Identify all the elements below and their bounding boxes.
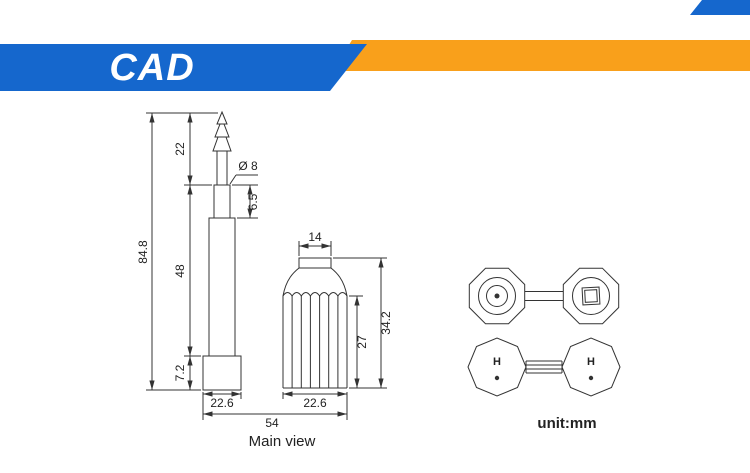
dim-base-height: 7.2 <box>173 364 187 381</box>
dim-overall-width: 54 <box>265 416 279 430</box>
unit-label: unit:mm <box>537 415 596 432</box>
cap-dimension-lines <box>298 241 387 389</box>
cap-front-view <box>282 257 348 389</box>
pin-dimension-lines <box>146 112 258 391</box>
dim-total-height: 84.8 <box>136 240 150 264</box>
dim-neck-width: 14 <box>308 230 322 244</box>
pin-front-view <box>202 110 242 391</box>
header-banner: CAD <box>0 0 750 91</box>
seal-letter-left: H <box>493 356 501 368</box>
dim-diameter: Ø 8 <box>238 159 258 173</box>
seal-assembly-bottom-view <box>467 337 621 397</box>
dim-rib-height: 27 <box>355 335 369 349</box>
dim-collar-height: 6.5 <box>246 193 260 210</box>
square-socket <box>581 286 601 306</box>
dim-pin-base-width: 22.6 <box>210 396 234 410</box>
header-corner-accent <box>690 0 750 15</box>
seal-letter-right: H <box>587 356 595 368</box>
main-view-label: Main view <box>249 433 316 450</box>
dim-tip-height: 22 <box>173 142 187 156</box>
bottom-dimension-lines <box>202 391 348 420</box>
seal-assembly-top-view <box>468 267 620 325</box>
dim-cap-base-width: 22.6 <box>303 396 327 410</box>
header-yellow-band <box>333 40 750 71</box>
cad-logo: CAD <box>109 47 194 89</box>
header-blue-band <box>0 44 367 91</box>
seal-mark-dot-left <box>494 375 500 381</box>
dim-cap-total-height: 34.2 <box>379 311 393 335</box>
seal-mark-dot-right <box>588 375 594 381</box>
seal-center-dot <box>494 293 500 299</box>
dim-shaft-height: 48 <box>173 264 187 278</box>
